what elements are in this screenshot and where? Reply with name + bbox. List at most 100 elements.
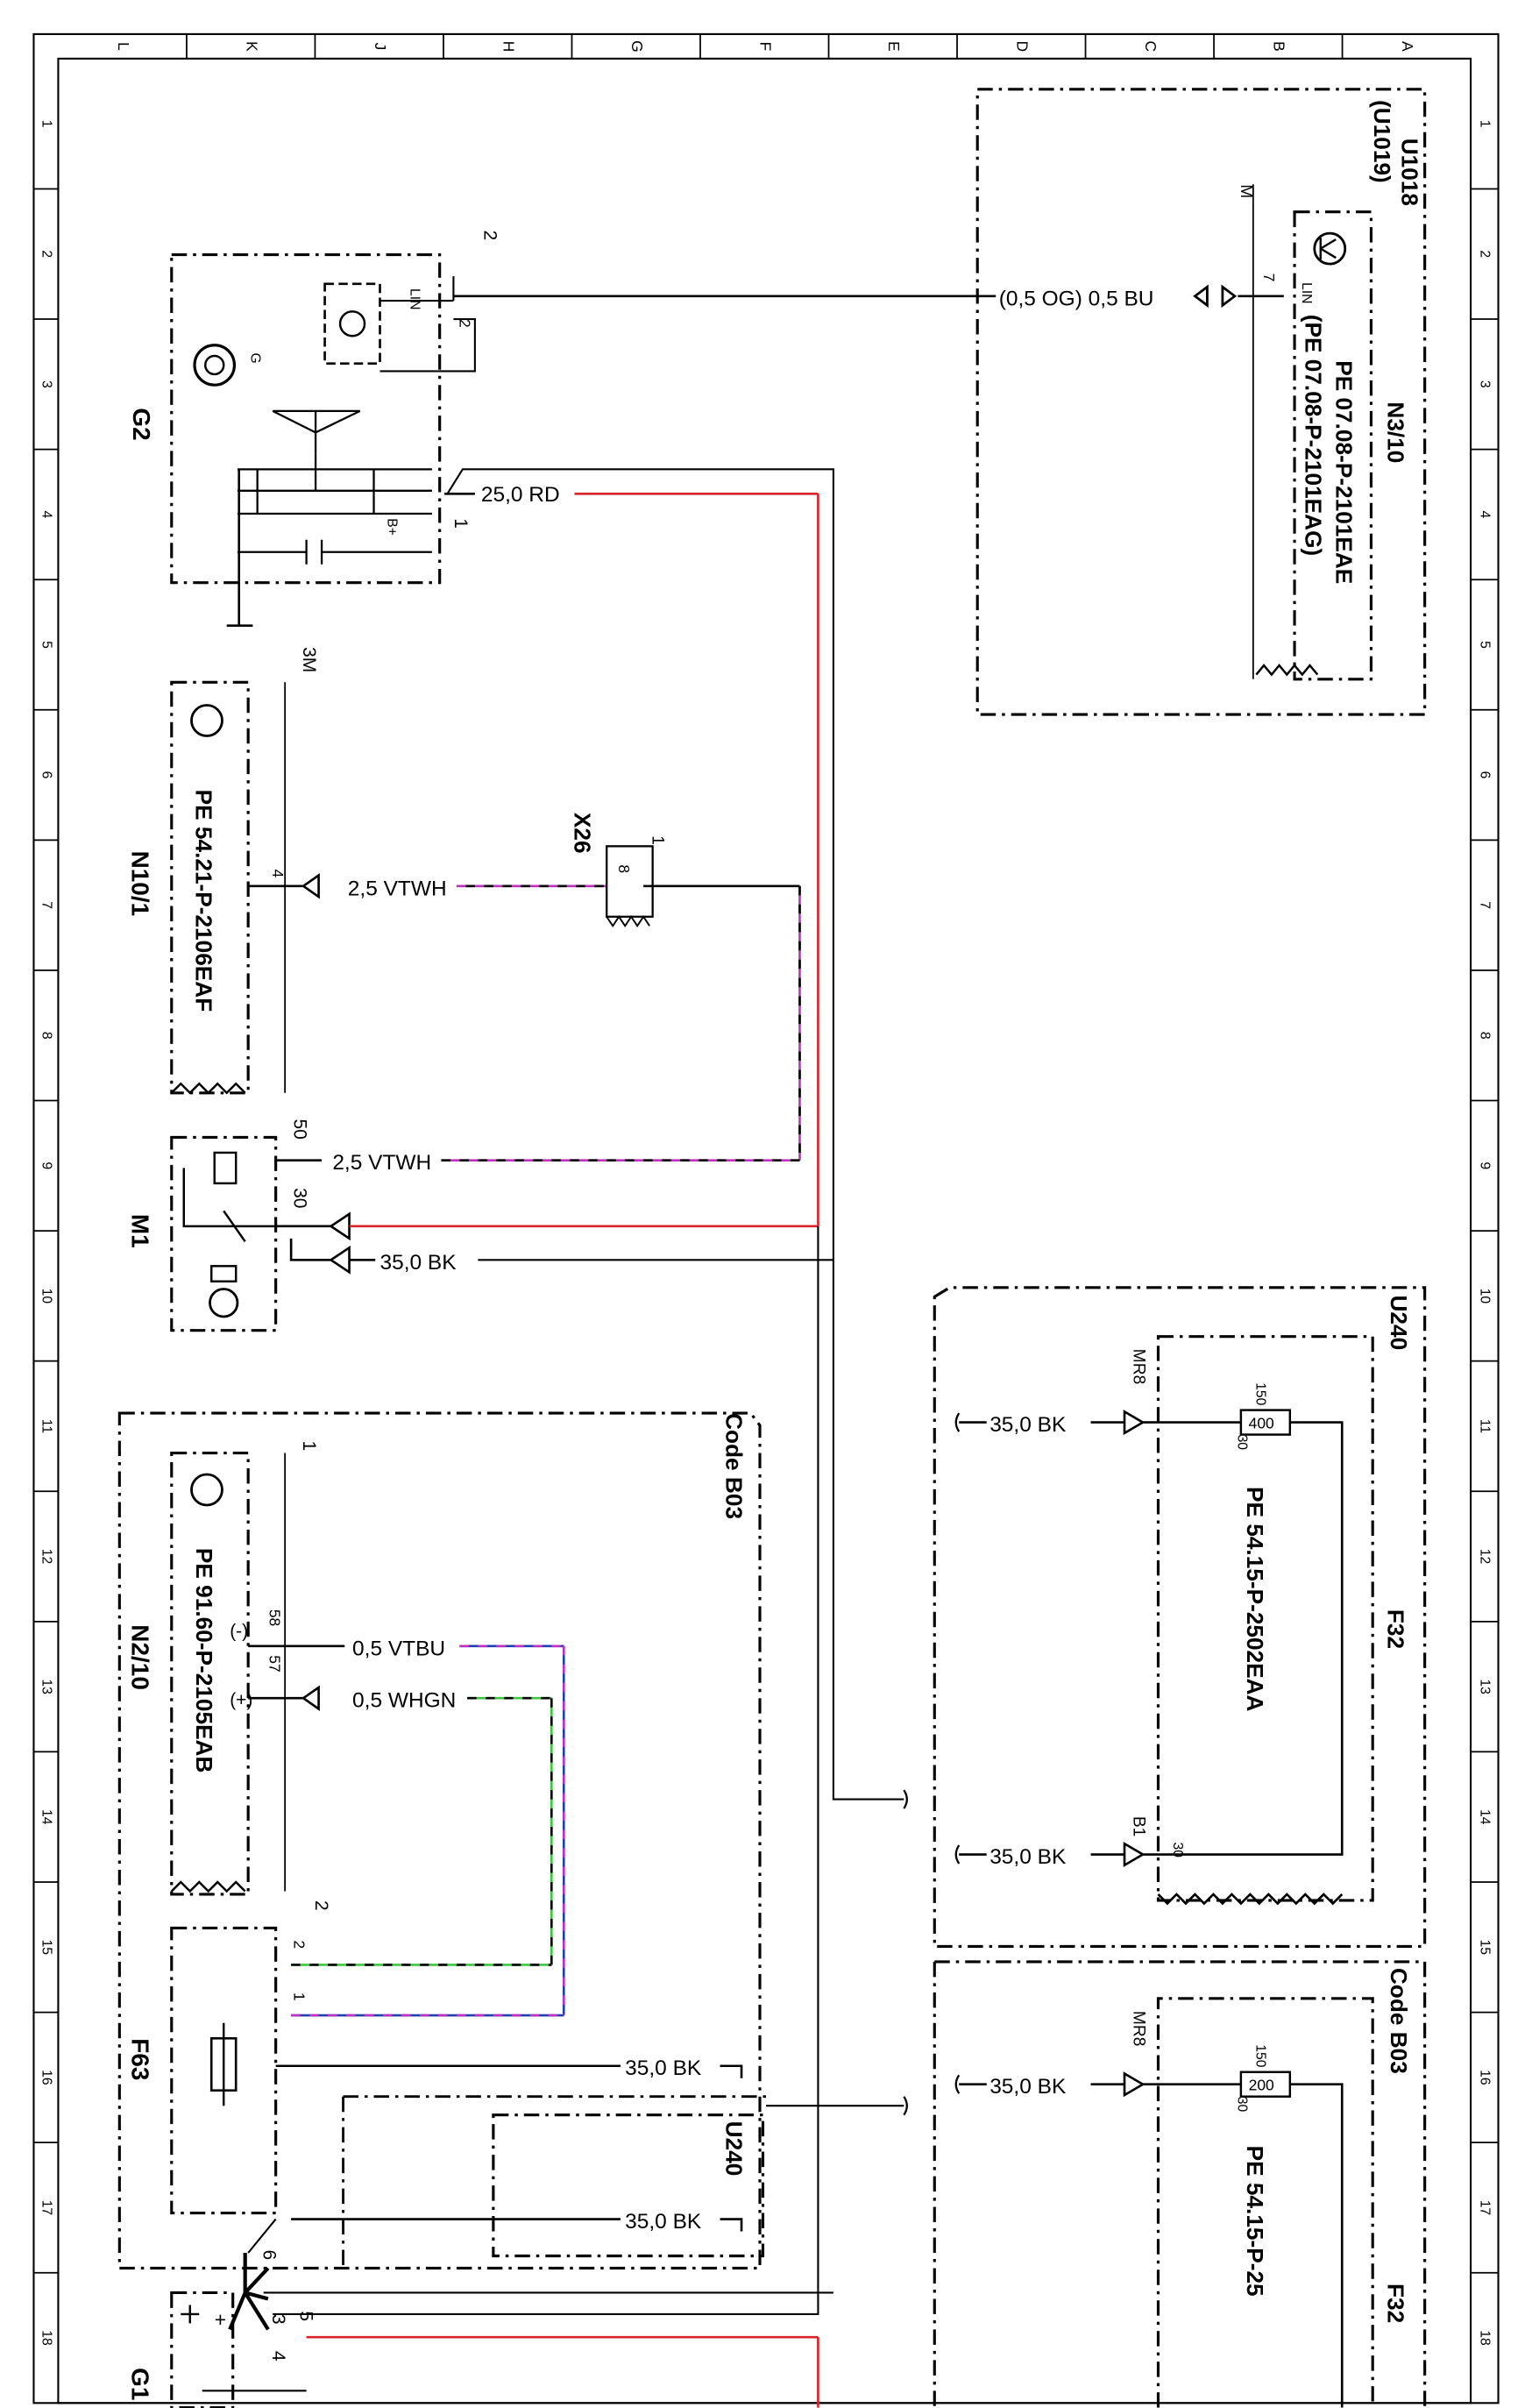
row-number-label: 4 (1478, 511, 1493, 519)
row-number-label: 7 (1478, 901, 1493, 909)
transistor-icon (190, 1473, 223, 1507)
x26-label: X26 (570, 813, 596, 854)
u240-right-label: U240 (1386, 1296, 1412, 1351)
wire-break-marks (903, 1412, 961, 2116)
column-label: C (1142, 41, 1160, 53)
column-label: J (372, 43, 389, 51)
n2-10-pin58-wire[interactable]: 0,5 VTBU (248, 1637, 565, 2017)
n2-10-pin-1-label: 1 (299, 1441, 319, 1452)
g1-pin-plus-label: + (215, 2308, 226, 2331)
m1-pin-50-label: 50 (290, 1119, 310, 1139)
g2-to-f32-route[interactable] (446, 468, 904, 1801)
fuse-200-top: 150 (1252, 2044, 1267, 2067)
row-number-label: 15 (39, 1940, 53, 1956)
regulator-icon (338, 310, 366, 337)
x26-connector: X26 8 1 (570, 813, 667, 927)
m1-ground-wire[interactable]: 35,0 BK (289, 1238, 833, 1275)
fuse-400-top: 150 (1252, 1382, 1267, 1405)
n10-1-control-unit: N10/1 PE 54.21-P-2106EAF 4 3M (126, 647, 319, 1095)
g2-battery-wire[interactable]: 25,0 RD (443, 483, 819, 1226)
f32-top-label: F32 (1383, 1609, 1409, 1649)
f63-bk-wire-label: 35,0 BK (625, 2056, 702, 2080)
alternator-icon (193, 344, 237, 387)
row-number-label: 17 (39, 2200, 53, 2215)
row-number-label: 13 (1478, 1679, 1493, 1694)
f32-top-b1-wire[interactable]: 35,0 BK (959, 1842, 1159, 1869)
n2-10-pin57-wire[interactable]: 0,5 WHGN (248, 1685, 553, 1966)
m1-terminal-50-wire[interactable]: 2,5 VTWH (275, 1151, 800, 1175)
g1-pin-3-label: 3 (268, 2314, 288, 2325)
f32-bottom-pin-mr8: MR8 (1130, 2011, 1148, 2047)
column-label: H (500, 41, 518, 53)
n10-1-ref[interactable]: PE 54.21-P-2106EAF (191, 790, 217, 1012)
row-number-label: 6 (39, 771, 53, 779)
row-number-label: 1 (1478, 120, 1493, 128)
f32-bottom-fuse-unit: F32 PE 54.15-P-25 200 150 30 MR8 (1130, 1997, 1409, 2408)
f32-bottom-mr8-wire[interactable]: 35,0 BK (959, 2071, 1159, 2099)
n3-10-ref1[interactable]: PE 07.08-P-2101EAE (1330, 360, 1357, 584)
g2-label: G2 (128, 408, 155, 440)
m1-pin-30-label: 30 (290, 1188, 310, 1208)
f63-pin-2-label: 2 (311, 1900, 331, 1911)
fuse-200-value: 200 (1249, 2077, 1274, 2094)
row-number-label: 8 (39, 1032, 53, 1040)
row-number-label: 10 (1478, 1289, 1493, 1304)
f32-bottom-mr8-wire-label: 35,0 BK (989, 2075, 1067, 2099)
u240-bk-wire[interactable]: 35,0 BK (291, 2105, 904, 2234)
row-number-label: 16 (39, 2070, 53, 2085)
n3-10-label: N3/10 (1383, 401, 1409, 463)
u1018-module: U1018 (U1019) (975, 88, 1427, 716)
column-label: F (757, 42, 775, 52)
g2-pin-g-label: G (248, 352, 263, 363)
x26-pin-8-label: 8 (615, 864, 633, 873)
m1-ground-wire-label: 35,0 BK (380, 1251, 457, 1275)
row-number-label: 9 (1478, 1161, 1493, 1169)
n3-10-ref2[interactable]: (PE 07.08-P-2101EAG) (1300, 315, 1326, 556)
u1018-label: U1018 (1396, 139, 1422, 206)
n2-10-pin-plus-label: (+) (230, 1690, 252, 1710)
u1019-label: (U1019) (1369, 100, 1395, 183)
row-number-label: 16 (1478, 2070, 1493, 2085)
row-number-label: 17 (1478, 2200, 1493, 2215)
row-number-label: 18 (39, 2330, 53, 2346)
row-number-label: 5 (1478, 641, 1493, 649)
f63-bk-wire[interactable]: 35,0 BK (275, 2056, 743, 2080)
row-number-label: 18 (1478, 2330, 1493, 2346)
f32-top-ref[interactable]: PE 54.15-P-2502EAA (1242, 1487, 1268, 1712)
row-number-label: 8 (1478, 1032, 1493, 1040)
g2-alternator: G2 2 LIN 2 G B+ 1 (128, 231, 500, 627)
row-number-label: 3 (1478, 380, 1493, 388)
n3-10-control-unit: N3/10 PE 07.08-P-2101EAE (PE 07.08-P-210… (1237, 184, 1409, 681)
row-number-label: 14 (39, 1809, 53, 1825)
row-number-label: 9 (39, 1161, 53, 1169)
code-b03-left-block: Code B03 (117, 1411, 762, 2270)
g1-pin-5-label: 5 (296, 2311, 316, 2321)
f32-top-mr8-wire[interactable]: 35,0 BK (959, 1410, 1159, 1437)
code-b03-left-label: Code B03 (721, 1413, 748, 1519)
row-number-label: 2 (1478, 250, 1493, 258)
f32-top-mr8-wire-label: 35,0 BK (989, 1413, 1067, 1437)
transistor-icon (190, 704, 223, 737)
row-number-label: 14 (1478, 1809, 1493, 1825)
row-number-label: 15 (1478, 1940, 1493, 1956)
code-b03-right-label: Code B03 (1386, 1968, 1412, 2074)
f32-top-fuse-unit: F32 PE 54.15-P-2502EAA 400 150 30 MR8 B1… (1130, 1335, 1409, 1906)
column-label: K (244, 41, 261, 52)
drawing-frame (32, 32, 1500, 2404)
column-label: E (885, 41, 903, 52)
n10-1-label: N10/1 (126, 851, 153, 917)
f32-top-pin-mr8: MR8 (1130, 1349, 1148, 1385)
row-number-label: 1 (39, 120, 53, 128)
row-number-label: 6 (1478, 771, 1493, 779)
f32-bottom-ref[interactable]: PE 54.15-P-25 (1242, 2146, 1268, 2297)
m1-terminal-30-wire[interactable] (275, 1211, 819, 1241)
g1-pin-6-label: 6 (259, 2250, 280, 2261)
lin-wire[interactable]: (0,5 OG) 0,5 BU (453, 282, 1284, 310)
n2-10-ref[interactable]: PE 91.60-P-2105EAB (191, 1548, 217, 1773)
g2-pin-lin-label: LIN (407, 288, 422, 309)
n10-1-pin-3m-label: 3M (299, 647, 319, 672)
n2-10-pin58-wire-label: 0,5 VTBU (352, 1637, 445, 1660)
n10-1-wire[interactable]: 2,5 VTWH (248, 873, 801, 1161)
u240-left-label: U240 (721, 2121, 748, 2177)
